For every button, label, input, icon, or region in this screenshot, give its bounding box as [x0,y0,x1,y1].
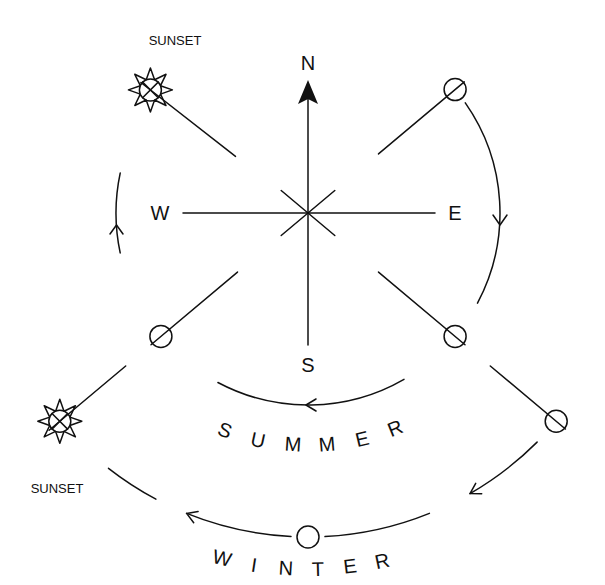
sun-symbol [128,68,172,112]
winter-path [187,513,291,536]
summer-path [465,103,500,303]
sun-direction-line [141,83,236,157]
compass-point: S [301,355,314,375]
path-arrowhead [470,483,482,493]
path-arrowhead [493,215,507,225]
path-arrowhead [187,512,199,523]
winter-path [470,442,537,494]
curved-letter: M [284,434,302,455]
compass-point: W [151,203,170,223]
sun-direction-line [490,366,565,429]
path-arrowhead [110,225,123,234]
winter-path [109,468,156,499]
compass-point: E [448,203,461,223]
compass-line [307,98,309,345]
sun-symbol [38,399,82,443]
north-arrowhead [298,80,318,104]
compass-line [281,191,335,236]
path-arrowhead [306,399,316,411]
curved-letter: M [318,434,336,455]
sun-direction-line [379,82,465,154]
winter-path [325,513,429,536]
curved-letter: R [373,550,391,573]
sun-position [444,79,466,101]
sunset-label: SUNSET [149,34,202,47]
compass-line [281,191,335,236]
curved-letter: E [342,556,358,577]
summer-path [116,173,120,253]
sun-position [444,325,466,347]
sun-position [545,410,567,432]
curved-letter: E [353,427,371,450]
curved-letter: R [384,416,405,440]
summer-path [218,379,404,405]
curved-letter: S [215,418,235,441]
curved-letter: I [249,554,258,575]
compass-point: N [301,53,315,73]
sun-direction-line [379,272,466,345]
sun-direction-line [151,272,238,345]
curved-letter: W [210,546,233,570]
sun-position [150,325,172,347]
sun-direction-line [49,366,126,430]
curved-letter: U [249,428,267,451]
curved-letter: N [278,558,294,579]
curved-letter: T [312,559,325,579]
sun-position [297,526,319,548]
sunset-label: SUNSET [31,482,84,495]
